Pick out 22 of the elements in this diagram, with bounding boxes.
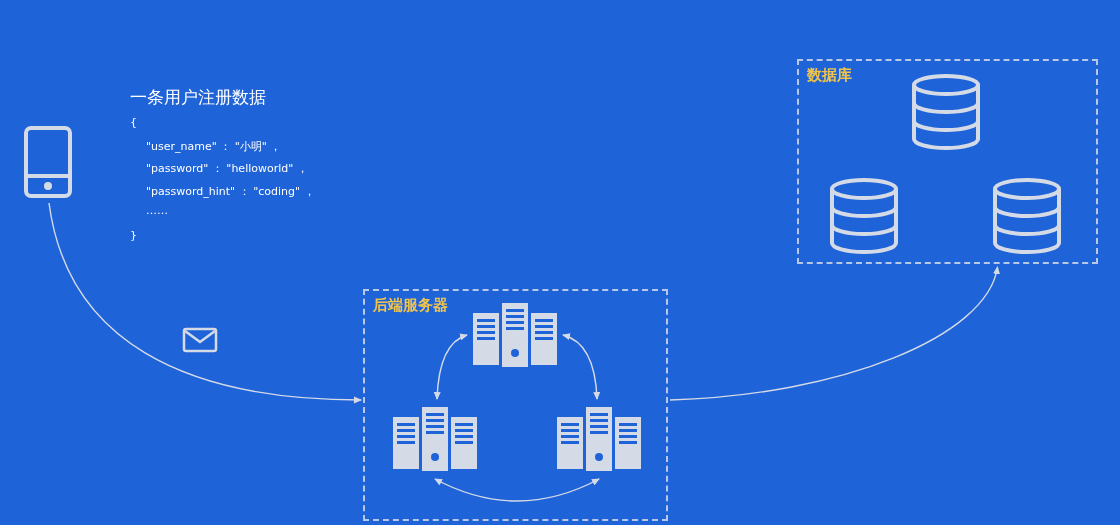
group-title: 数据库 — [807, 66, 852, 85]
database-icon — [911, 73, 981, 151]
group-title: 后端服务器 — [373, 296, 448, 315]
arrow — [434, 478, 600, 502]
server-icon — [471, 301, 559, 369]
arrow — [433, 334, 468, 400]
code-line: "password" ： "helloworld" ， — [146, 161, 308, 176]
code-line: } — [130, 229, 137, 242]
arrow — [48, 202, 362, 404]
server-icon — [555, 405, 643, 473]
database-icon — [992, 177, 1062, 255]
dashed-group-box — [797, 59, 1098, 264]
database-icon — [829, 177, 899, 255]
heading: 一条用户注册数据 — [130, 86, 266, 109]
code-line: …… — [146, 204, 168, 217]
arrow — [562, 333, 601, 400]
code-line: { — [130, 116, 137, 129]
server-icon — [391, 405, 479, 473]
dashed-group-box — [363, 289, 668, 521]
arrow — [669, 266, 999, 401]
code-line: "password_hint" ： "coding" ， — [146, 184, 315, 199]
code-line: "user_name" ： "小明" ， — [146, 139, 282, 154]
